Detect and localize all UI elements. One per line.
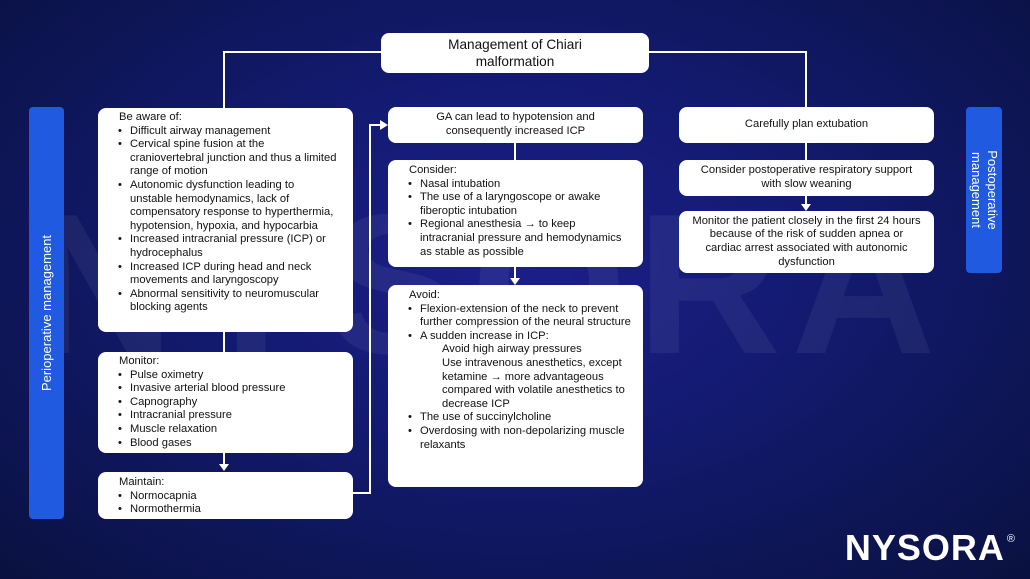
sub-list-item: Use intravenous anesthetics, except keta… xyxy=(442,356,625,410)
list-item: Normothermia xyxy=(113,503,339,517)
extubation-box: Carefully plan extubation xyxy=(679,107,934,143)
list-item: Increased intracranial pressure (ICP) or… xyxy=(113,233,339,260)
be-aware-box: Be aware of: Difficult airway management… xyxy=(98,108,353,332)
nysora-logo: NYSORA® xyxy=(844,527,1016,568)
list-item: Muscle relaxation xyxy=(113,423,339,437)
arrow-down-icon xyxy=(510,278,520,285)
list-item: Regional anesthesia → to keep intracrani… xyxy=(403,218,631,259)
respiratory-support-box: Consider postoperative respiratory suppo… xyxy=(679,160,934,196)
list-item: Nasal intubation xyxy=(403,178,631,192)
be-aware-heading: Be aware of: xyxy=(119,111,182,123)
list-item: Increased ICP during head and neck movem… xyxy=(113,261,339,288)
list-item: Autonomic dysfunction leading to unstabl… xyxy=(113,179,339,233)
monitor-heading: Monitor: xyxy=(119,355,160,367)
diagram-title: Management of Chiari malformation xyxy=(381,33,649,73)
consider-box: Consider: Nasal intubation The use of a … xyxy=(388,160,643,267)
list-item: Intracranial pressure xyxy=(113,409,339,423)
list-item: The use of a laryngoscope or awake fiber… xyxy=(403,191,631,218)
arrow-down-icon xyxy=(219,464,229,471)
monitor-patient-box: Monitor the patient closely in the first… xyxy=(679,211,934,273)
list-item: Flexion-extension of the neck to prevent… xyxy=(403,303,631,330)
consider-heading: Consider: xyxy=(409,164,457,176)
list-item: The use of succinylcholine xyxy=(403,411,631,425)
list-item: Pulse oximetry xyxy=(113,369,339,383)
connector-title-left xyxy=(223,51,381,108)
avoid-box: Avoid: Flexion-extension of the neck to … xyxy=(388,285,643,487)
list-item: Invasive arterial blood pressure xyxy=(113,382,339,396)
ga-box: GA can lead to hypotension and consequen… xyxy=(388,107,643,143)
perioperative-label: Perioperative management xyxy=(29,107,64,519)
list-item: Normocapnia xyxy=(113,490,339,504)
list-item: Difficult airway management xyxy=(113,125,339,139)
list-item: Blood gases xyxy=(113,437,339,451)
list-item: Capnography xyxy=(113,396,339,410)
sub-list-item: Avoid high airway pressures xyxy=(442,343,582,356)
list-item: Abnormal sensitivity to neuromuscular bl… xyxy=(113,288,339,315)
maintain-box: Maintain: Normocapnia Normothermia xyxy=(98,472,353,519)
postoperative-label: Postoperative management xyxy=(966,107,1002,273)
arrow-down-icon xyxy=(801,204,811,211)
connector-maintain-ga xyxy=(352,124,380,494)
maintain-heading: Maintain: xyxy=(119,476,165,488)
connector-title-right xyxy=(648,51,807,108)
list-item: Cervical spine fusion at the cranioverte… xyxy=(113,138,339,179)
list-item: A sudden increase in ICP: xyxy=(403,330,631,344)
list-item: Overdosing with non-depolarizing muscle … xyxy=(403,425,631,452)
avoid-heading: Avoid: xyxy=(409,289,440,301)
arrow-right-icon xyxy=(380,120,388,130)
monitor-box: Monitor: Pulse oximetry Invasive arteria… xyxy=(98,352,353,453)
